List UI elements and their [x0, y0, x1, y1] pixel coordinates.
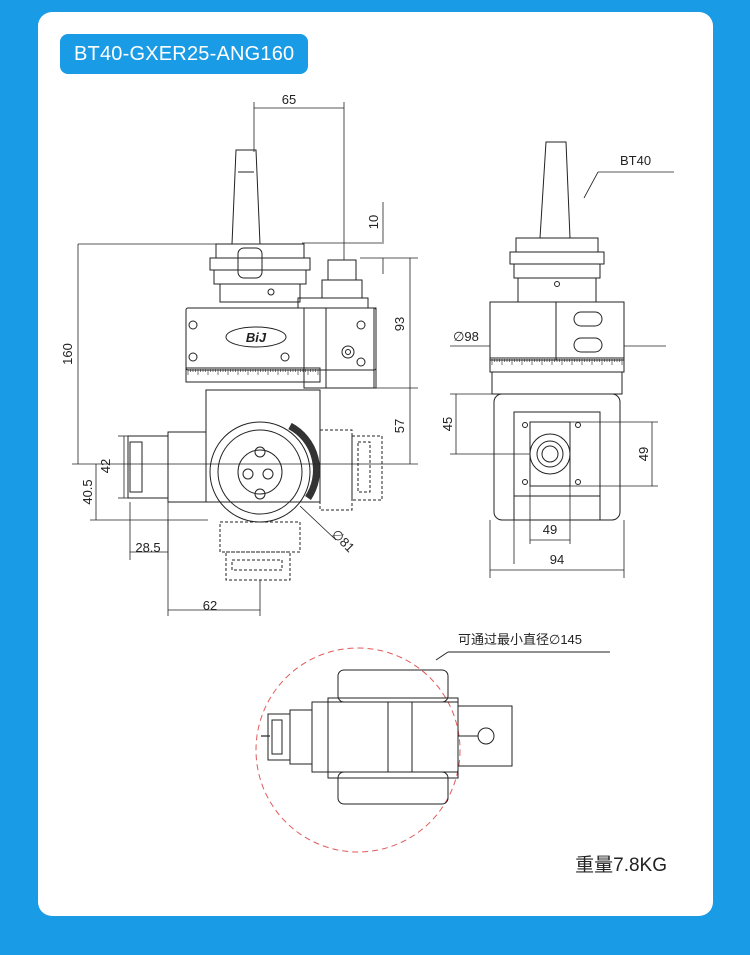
dim-93: 93 — [392, 317, 407, 331]
side-view — [489, 141, 625, 521]
product-title: BT40-GXER25-ANG160 — [60, 34, 309, 74]
dim-81: ∅81 — [329, 526, 358, 555]
drawing-card: BT40-GXER25-ANG160 — [38, 12, 713, 916]
brand-logo-text: BiJ — [246, 330, 267, 345]
dim-49-bottom: 49 — [543, 522, 557, 537]
dim-98: ∅98 — [453, 329, 479, 344]
dim-40-5: 40.5 — [80, 479, 95, 504]
label-bt40: BT40 — [620, 153, 651, 168]
dim-94: 94 — [550, 552, 564, 567]
dim-160: 160 — [60, 343, 75, 365]
label-clearance: 可通过最小直径∅145 — [458, 632, 582, 647]
dim-45: 45 — [440, 417, 455, 431]
dim-57: 57 — [392, 419, 407, 433]
dim-62: 62 — [203, 598, 217, 613]
dim-65: 65 — [282, 92, 296, 107]
front-dimensions — [72, 102, 418, 616]
dim-28-5: 28.5 — [135, 540, 160, 555]
top-view — [255, 647, 610, 853]
dim-42: 42 — [98, 459, 113, 473]
weight-label: 重量7.8KG — [575, 855, 667, 876]
front-view — [127, 149, 383, 581]
dim-10: 10 — [366, 215, 381, 229]
technical-drawing: 65 10 93 57 160 42 40.5 28.5 62 ∅81 BiJ … — [60, 92, 674, 853]
dim-49-right: 49 — [636, 447, 651, 461]
side-dimensions — [450, 171, 674, 578]
